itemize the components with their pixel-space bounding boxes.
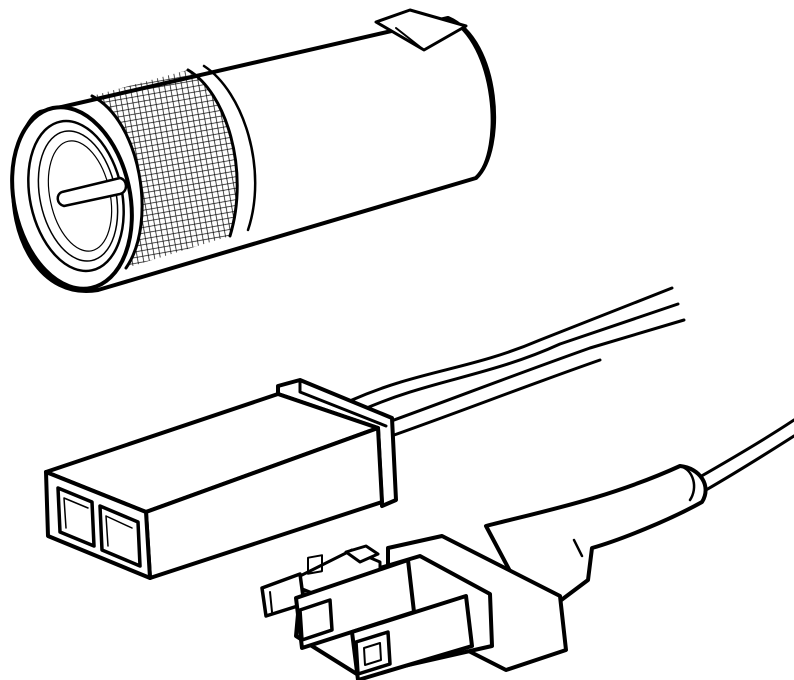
socket-left-inner (63, 497, 89, 529)
grip-band-rear-edge (186, 68, 239, 238)
two-pin-connector (44, 286, 686, 580)
two-pin-socket-right (98, 504, 142, 568)
three-pin-cable (696, 418, 794, 492)
three-pin-boot (484, 464, 708, 606)
boot-tip (572, 538, 584, 558)
adapter-key-notch (374, 8, 468, 52)
socket-right-inner (105, 515, 133, 547)
three-pin-connector (260, 418, 794, 680)
knurled-grip-band (92, 70, 238, 268)
two-pin-wires (350, 286, 686, 442)
three-pin-latch-small (344, 544, 380, 564)
prong-left-side (269, 591, 273, 613)
socket-2-hole (363, 642, 382, 666)
grip-band-front-edge (90, 94, 144, 270)
adapter-rear-edge (446, 16, 494, 180)
grip-band-rear-edge-2 (202, 64, 257, 232)
three-pin-socket-1-face (298, 598, 334, 642)
adapter-key-line (395, 27, 425, 51)
two-pin-socket-left (56, 486, 96, 548)
socket-1-hole (307, 554, 323, 575)
antenna-adapter (10, 8, 497, 294)
adapter-center-pin (56, 176, 128, 208)
boot-ridge (678, 464, 696, 502)
two-pin-collar-edge (298, 378, 388, 428)
